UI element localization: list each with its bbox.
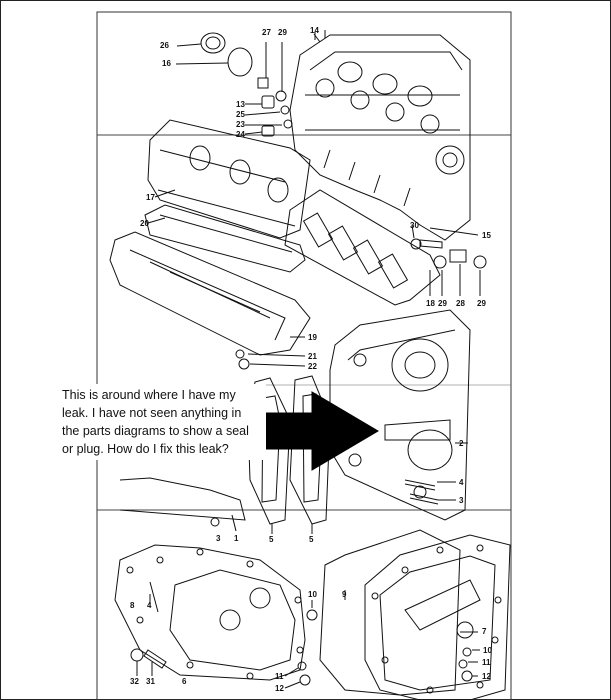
valve-cover — [147, 119, 311, 239]
cylinder-head — [289, 30, 471, 241]
seal-and-plug — [175, 32, 253, 77]
part-number-7: 7 — [482, 627, 487, 636]
leak-location-arrow — [261, 391, 379, 471]
part-labels: 26 16 27 29 14 13 25 23 24 17 20 30 15 1… — [130, 26, 492, 693]
center-fasteners — [284, 600, 318, 689]
studs — [404, 479, 456, 505]
front-plate-left — [119, 477, 246, 532]
part-number-9: 9 — [342, 590, 347, 599]
part-number-20: 20 — [140, 219, 149, 228]
part-number-10b: 10 — [483, 646, 492, 655]
valve-cover-gasket — [144, 204, 306, 273]
manifold-gasket — [284, 189, 441, 306]
part-number-19: 19 — [308, 333, 317, 342]
part-number-4b: 4 — [147, 601, 152, 610]
part-number-12: 12 — [275, 684, 284, 693]
part-number-11b: 11 — [482, 658, 491, 667]
part-number-21: 21 — [308, 352, 317, 361]
part-number-8: 8 — [130, 601, 135, 610]
part-number-5b: 5 — [309, 535, 314, 544]
part-number-23: 23 — [236, 120, 245, 129]
part-number-22: 22 — [308, 362, 317, 371]
cover-bolts — [235, 349, 306, 370]
part-number-3b: 3 — [216, 534, 221, 543]
outer-timing-cover — [364, 534, 511, 700]
part-number-29b: 29 — [438, 299, 447, 308]
part-number-15: 15 — [482, 231, 491, 240]
drain-plug-assembly — [130, 648, 167, 676]
diagram-border — [96, 11, 512, 700]
part-number-18: 18 — [426, 299, 435, 308]
right-fittings — [410, 224, 487, 296]
part-number-31: 31 — [146, 677, 155, 686]
part-number-1: 1 — [234, 534, 239, 543]
cover-plate — [109, 231, 311, 356]
part-number-4: 4 — [459, 478, 464, 487]
cover-fasteners-right — [458, 647, 480, 682]
part-number-3: 3 — [459, 496, 464, 505]
part-number-10: 10 — [308, 590, 317, 599]
part-number-17: 17 — [146, 193, 155, 202]
part-number-2: 2 — [459, 439, 464, 448]
part-number-24: 24 — [236, 130, 245, 139]
part-number-32: 32 — [130, 677, 139, 686]
part-number-11: 11 — [275, 672, 284, 681]
timing-case — [329, 309, 471, 521]
part-number-14: 14 — [310, 26, 319, 35]
part-number-13: 13 — [236, 100, 245, 109]
part-number-29c: 29 — [477, 299, 486, 308]
part-number-5: 5 — [269, 535, 274, 544]
lower-timing-cover-gasket — [114, 544, 306, 681]
part-number-12b: 12 — [482, 672, 491, 681]
part-number-26: 26 — [160, 41, 169, 50]
part-number-16: 16 — [162, 59, 171, 68]
part-number-27: 27 — [262, 28, 271, 37]
small-fittings — [244, 42, 293, 137]
part-number-25: 25 — [236, 110, 245, 119]
part-number-29: 29 — [278, 28, 287, 37]
part-number-28: 28 — [456, 299, 465, 308]
part-number-6: 6 — [182, 677, 187, 686]
outer-cover-gasket — [319, 529, 461, 696]
leak-question-annotation: This is around where I have my leak. I h… — [58, 384, 266, 460]
part-number-30: 30 — [410, 221, 419, 230]
